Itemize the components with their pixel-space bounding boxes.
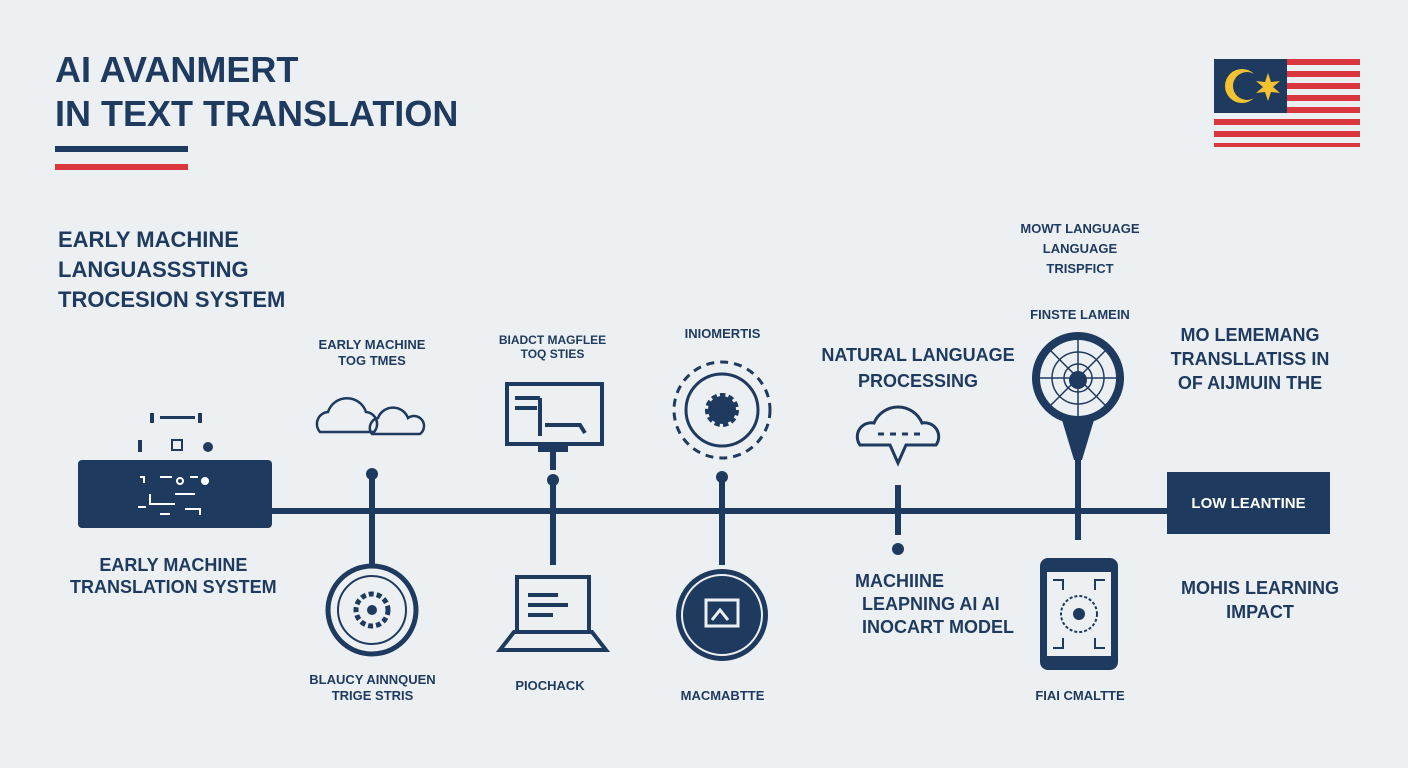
end-node-box: LOW LEANTINE [1167,472,1330,534]
globe-pin-icon [1032,332,1124,460]
lock-network-icon [325,563,419,657]
title-underline-navy [55,146,188,152]
right-heading-line-3: OF AIJMUIN THE [1177,373,1323,393]
title-underline-red [55,164,188,170]
node5-bottom-label: FIAI CMALTTE [1035,688,1125,703]
right-heading-line-2: TRANSLLATISS IN [1170,349,1330,369]
smartphone-icon [1040,558,1118,670]
title-line-2: IN TEXT TRANSLATION [55,93,459,134]
end-node-box-label: LOW LEANTINE [1191,494,1306,512]
right-heading-line-1: MO LEMEMANG [1180,325,1320,345]
title-line-1: AI AVANMERT [55,49,299,90]
node2-bottom-label: PIOCHACK [515,678,585,693]
start-node-box [78,460,272,528]
start-node-icon [138,413,213,452]
gear-badge-icon [672,360,772,460]
cloud-icon [315,397,426,436]
right-heading: MO LEMEMANG TRANSLLATISS IN OF AIJMUIN THE [1155,323,1345,395]
malaysia-flag-icon [1214,59,1360,147]
circuit-icon [138,476,209,515]
node3-bottom-label: MACMABTTE [680,688,765,703]
image-badge-icon [676,569,768,661]
monitor-icon [505,382,604,446]
node5-sub-label: FINSTE LAMEIN [1030,307,1130,322]
cloud-chat-icon [855,405,941,467]
node3-top-label: INIOMERTIS [684,326,761,341]
laptop-icon [495,575,611,652]
